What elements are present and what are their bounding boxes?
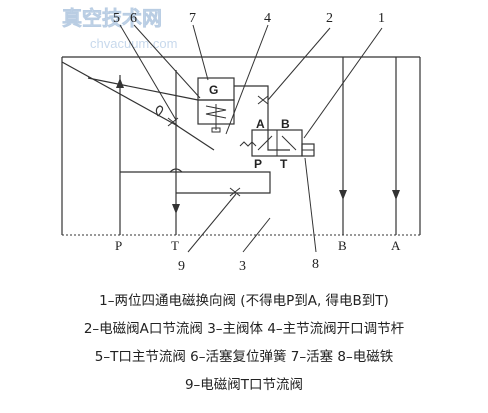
t-port-throttle — [229, 187, 241, 197]
piston-label-g: G — [209, 83, 218, 97]
callout-4: 4 — [264, 11, 271, 26]
callout-3: 3 — [239, 259, 246, 274]
caption-line: 9–电磁阀T口节流阀 — [184, 377, 304, 393]
t-line — [120, 70, 271, 235]
callout-2: 2 — [326, 11, 333, 26]
port-label-p: P — [115, 238, 122, 253]
main-valve-body — [61, 56, 421, 236]
p-line — [116, 75, 124, 235]
port-label-b: B — [338, 238, 347, 253]
callout-leaders — [119, 24, 383, 253]
callout-7: 7 — [189, 11, 196, 26]
callout-1: 1 — [378, 11, 385, 26]
valve-label-a: A — [256, 117, 265, 131]
callout-8: 8 — [312, 257, 319, 272]
caption-line: 1–两位四通电磁换向阀 (不得电P到A, 得电B到T) — [99, 293, 389, 309]
valve-label-t: T — [280, 157, 288, 171]
valve-schematic: 真空技术网 chvacuum.com G — [61, 6, 421, 274]
a-port-throttle — [257, 95, 269, 105]
caption-line: 2–电磁阀A口节流阀 3–主阀体 4–主节流阀开口调节杆 — [83, 321, 405, 337]
caption-line: 5–T口主节流阀 6–活塞复位弹簧 7–活塞 8–电磁铁 — [94, 349, 394, 365]
port-label-a: A — [391, 238, 401, 253]
piston-throttle — [155, 105, 179, 127]
valve-label-p: P — [254, 157, 262, 171]
watermark-title: 真空技术网 — [62, 6, 162, 30]
port-label-t: T — [171, 238, 179, 253]
b-line — [339, 57, 347, 235]
watermark-url: chvacuum.com — [90, 36, 177, 51]
callout-5: 5 — [113, 11, 120, 26]
callout-9: 9 — [178, 259, 185, 274]
a-line — [392, 57, 400, 235]
solenoid-directional-valve: A B P T — [239, 117, 315, 171]
callout-6: 6 — [130, 11, 137, 26]
valve-label-b: B — [281, 117, 290, 131]
